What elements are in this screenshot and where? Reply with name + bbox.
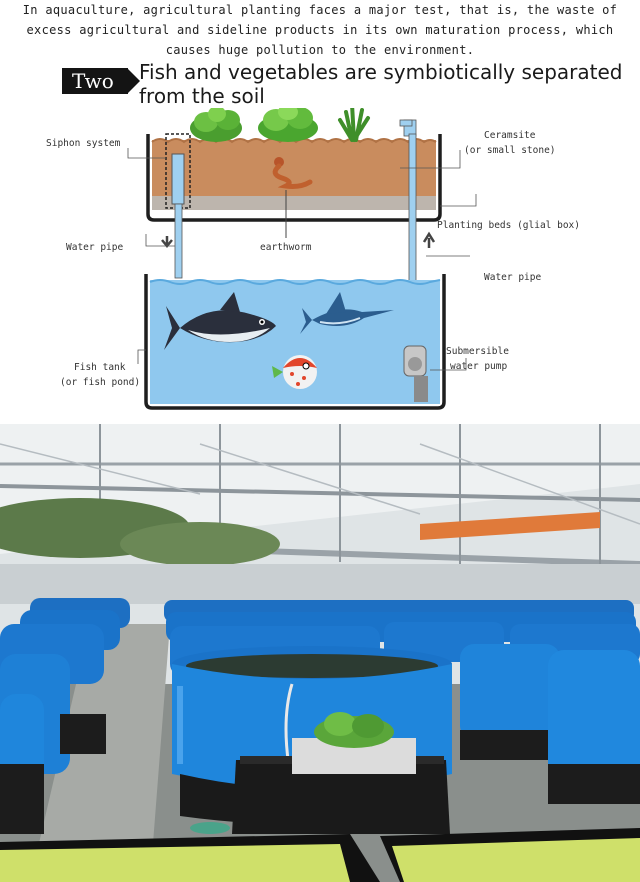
label-ceramsite: Ceramsite bbox=[484, 130, 536, 141]
intro-line-2: excess agricultural and sideline product… bbox=[26, 23, 614, 37]
intro-line-1: In aquaculture, agricultural planting fa… bbox=[22, 3, 618, 17]
leader-lines bbox=[127, 148, 477, 371]
label-fish-tank: Fish tank bbox=[74, 362, 126, 373]
label-pump-line1: Submersible bbox=[446, 346, 509, 357]
label-water-pipe-left: Water pipe bbox=[66, 242, 123, 253]
tuna-fish bbox=[164, 292, 276, 350]
submersible-pump bbox=[403, 345, 428, 402]
herb-plant-right bbox=[338, 108, 370, 142]
section-title: Fish and vegetables are symbiotically se… bbox=[139, 60, 623, 108]
siphon-system bbox=[161, 133, 191, 279]
intro-text: In aquaculture, agricultural planting fa… bbox=[0, 0, 640, 60]
tank-row-left bbox=[0, 598, 130, 834]
lettuce-plant-middle bbox=[258, 108, 318, 142]
lettuce-plant-left bbox=[190, 108, 242, 142]
label-water-pipe-right: Water pipe bbox=[484, 272, 541, 283]
water-pipe-right bbox=[399, 119, 436, 403]
label-fish-pond: (or fish pond) bbox=[60, 377, 140, 388]
background-trees bbox=[0, 498, 280, 566]
foreground-troughs bbox=[0, 828, 640, 882]
swordfish bbox=[300, 292, 394, 334]
aquaponics-diagram: Siphon system Water pipe earthworm Ceram… bbox=[46, 108, 580, 410]
greenhouse-photo bbox=[0, 424, 640, 882]
label-earthworm: earthworm bbox=[260, 242, 312, 253]
grow-tray bbox=[232, 712, 450, 834]
label-planting-beds: Planting beds (glial box) bbox=[437, 220, 580, 231]
pufferfish bbox=[272, 355, 317, 389]
earthworm-illustration bbox=[272, 157, 313, 238]
label-pump-line2: water pump bbox=[450, 361, 507, 372]
section-badge: Two bbox=[62, 68, 140, 94]
label-siphon-system: Siphon system bbox=[46, 138, 121, 149]
planting-bed bbox=[146, 134, 442, 222]
label-ceramsite-note: (or small stone) bbox=[464, 145, 556, 156]
intro-line-3: causes huge pollution to the environment… bbox=[165, 43, 475, 57]
